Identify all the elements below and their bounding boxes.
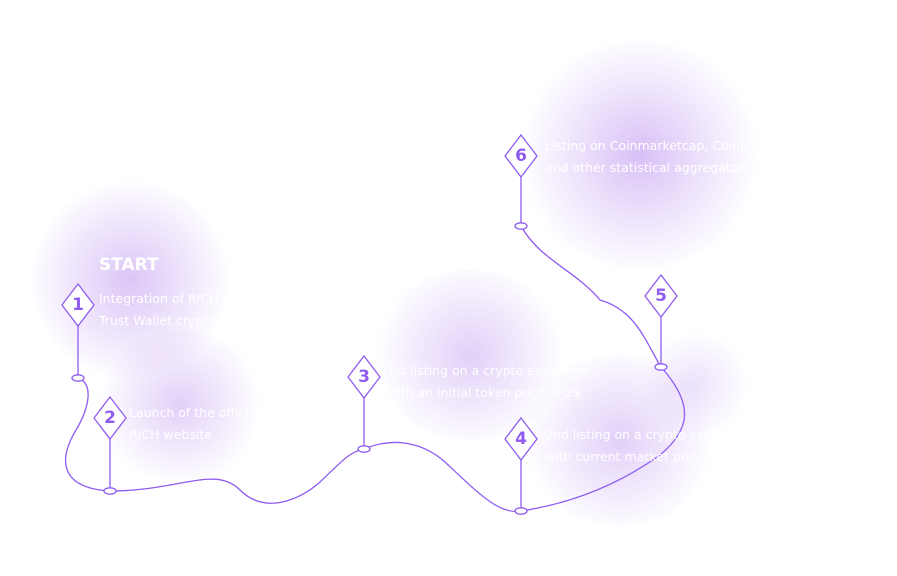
step-number: 1 [72,295,84,315]
pin-base-2 [103,487,117,495]
pin-base-1 [71,374,85,382]
step-label-5: 3rd listing on a crypto exchange with cu… [682,276,884,320]
step-text-line: with current market price [545,449,705,464]
step-marker-1: 1 [58,282,98,328]
pin-base-5 [654,363,668,371]
pin-base-4 [514,507,528,515]
step-number: 3 [358,367,370,387]
start-heading: START [99,255,159,275]
step-text-line: with an initial token price of 2$ [387,385,582,400]
step-marker-2: 2 [90,395,130,441]
step-label-3: 1st listing on a crypto exchange with an… [387,360,588,404]
step-marker-3: 3 [344,354,384,400]
step-marker-4: 4 [501,416,541,462]
step-label-6: Listing on Coinmarketcap, Coingecko and … [545,135,777,179]
step-text-line: Launch of the official [129,405,260,420]
step-text-line: Listing on Coinmarketcap, Coingecko [545,138,777,153]
step-text-line: and other statistical aggregators [545,160,750,175]
step-label-2: Launch of the official RICH website [129,402,260,446]
step-number: 2 [104,408,116,428]
step-label-1: Integration of RICH token into Hashmessi… [99,288,357,332]
step-text-line: 1st listing on a crypto exchange [387,363,588,378]
step-number: 4 [515,429,527,449]
step-label-4: 2nd listing on a crypto exchange with cu… [545,424,750,468]
step-text-line: Integration of RICH token into Hashmessi [99,291,358,306]
step-text-line: 2nd listing on a crypto exchange [545,427,751,442]
step-text-line: Trust Wallet cryptocurrency wallet [99,313,312,328]
step-number: 5 [655,286,667,306]
step-marker-5: 5 [641,273,681,319]
step-text-line: 3rd listing on a crypto exchange [682,279,885,294]
step-text-line: RICH website [129,427,212,442]
step-text-line: with current market price [682,301,842,316]
pin-base-3 [357,445,371,453]
step-number: 6 [515,146,527,166]
pin-base-6 [514,222,528,230]
step-marker-6: 6 [501,133,541,179]
